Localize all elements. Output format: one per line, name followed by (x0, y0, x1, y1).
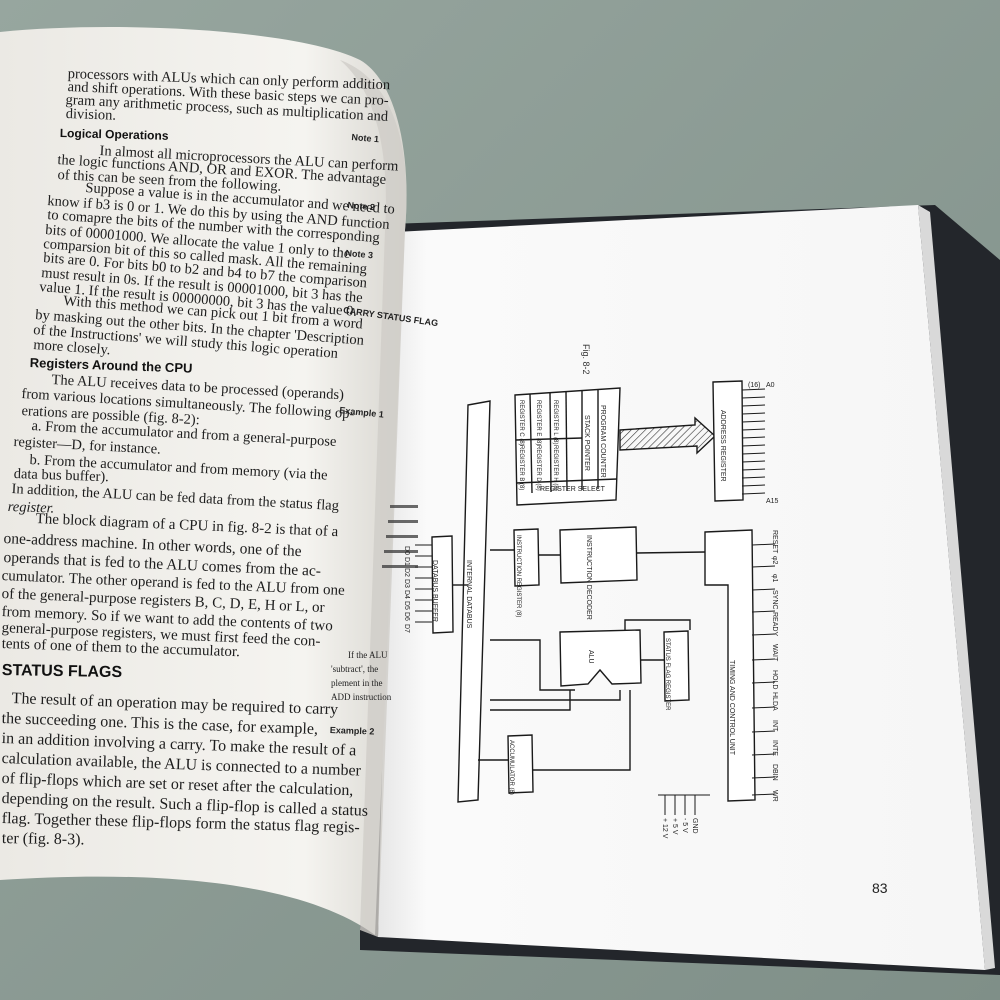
pin-label: - 5 V (681, 818, 688, 833)
timing-control-unit (704, 529, 756, 802)
alu-block (559, 629, 642, 687)
label-stack-pointer: STACK POINTER (583, 415, 590, 471)
page-number: 83 (872, 880, 888, 896)
label-16: (16) (748, 382, 761, 389)
margin-fragment: 'subtract', the (331, 664, 379, 674)
status-line: ter (fig. 8-3). (1, 830, 85, 849)
status-flag-register (663, 630, 690, 702)
heading-logical-operations: Logical Operations (59, 126, 169, 143)
left-page (0, 27, 407, 936)
margin-fragment: If the ALU (348, 650, 388, 660)
label-register-l: REGISTER L (8) (552, 400, 558, 445)
pin-label: WR (771, 790, 778, 802)
pin-label: + 12 V (661, 818, 668, 839)
label-a15: A15 (766, 498, 779, 505)
label-register-b: REGISTER B (8) (518, 445, 524, 491)
label-register-c: REGISTER C (8) (518, 400, 524, 446)
heading-status-flags: STATUS FLAGS (1, 662, 123, 682)
pin-label: SYNC (771, 590, 778, 610)
address-bus-arrow (619, 416, 717, 455)
pin-label: D0 (403, 546, 410, 555)
label-internal-databus: INTERNAL DATABUS (465, 560, 472, 629)
margin-fragment: ADD instruction (331, 692, 392, 702)
address-register (712, 380, 744, 502)
label-a0: A0 (766, 382, 775, 389)
label-register-e: REGISTER E (8) (535, 400, 541, 446)
label-program-counter: PROGRAM COUNTER (599, 405, 606, 478)
right-margin-text-lines (382, 505, 418, 568)
block-diagram (415, 380, 776, 815)
pin-label: HOLD (771, 670, 778, 690)
gutter-shadow (340, 60, 407, 937)
label-instruction-decoder: INSTRUCTION DECODER (585, 535, 592, 620)
pin-label: φ2 (771, 556, 778, 565)
instruction-register (513, 528, 540, 587)
pin-label: D1 (403, 557, 410, 566)
pin-label: INTE (771, 740, 778, 756)
pin-label: φ1 (771, 574, 778, 583)
pin-label: D3 (403, 579, 410, 588)
pin-label: GND (691, 818, 698, 834)
pin-label: D7 (403, 624, 410, 633)
label-accumulator: ACCUMULATOR (8) (508, 740, 514, 795)
margin-fragment: plement in the (331, 678, 383, 688)
pin-label: READY (771, 612, 778, 637)
databus-buffer (431, 535, 454, 634)
pin-label: WAIT (771, 644, 778, 662)
pin-label: D6 (403, 612, 410, 621)
label-databus-buffer: DATABUS BUFFER (431, 560, 438, 622)
label-alu: ALU (587, 650, 594, 664)
margin-note: Example 2 (329, 725, 375, 737)
label-address-register: ADDRESS REGISTER (719, 410, 726, 482)
pin-label: D2 (403, 568, 410, 577)
pin-label: + 5 V (671, 818, 678, 835)
instruction-decoder (559, 526, 638, 584)
pin-label: RESET (771, 530, 778, 554)
label-status-flag-register: STATUS FLAG REGISTER (664, 638, 670, 711)
pin-label: INT (771, 720, 778, 732)
pin-label: DBIN (771, 764, 778, 781)
right-page-edge (918, 205, 995, 970)
pin-label: HLDA (771, 692, 778, 711)
label-timing-control: TIMING AND CONTROL UNIT (728, 660, 735, 756)
accumulator-block (507, 734, 534, 794)
internal-databus (457, 400, 491, 803)
intro-line: division. (65, 106, 117, 124)
pin-label: D4 (403, 590, 410, 599)
pin-label: D5 (403, 601, 410, 610)
figure-caption: Fig. 8-2 (581, 344, 591, 375)
label-instruction-register: INSTRUCTION REGISTER (8) (515, 535, 521, 618)
register-file (514, 387, 621, 506)
label-register-h: REGISTER H (8) (552, 445, 558, 491)
label-register-select: REGISTER SELECT (540, 486, 605, 493)
label-register-d: REGISTER D (8) (535, 445, 541, 491)
